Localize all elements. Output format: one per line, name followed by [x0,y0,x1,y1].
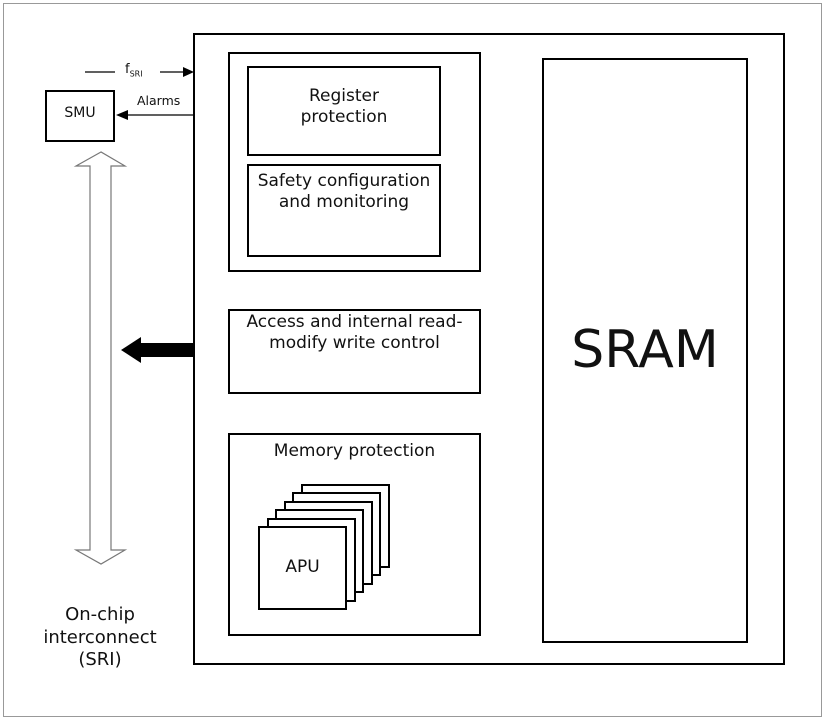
interconnect-line-1: On-chip [65,604,135,625]
alarms-label: Alarms [137,93,181,108]
interconnect-bus-arrow [73,151,128,565]
interconnect-label: On-chip interconnect (SRI) [40,604,160,672]
clock-label: fSRI [125,62,143,80]
interconnect-line-2: interconnect [43,626,157,648]
clock-symbol: f [125,62,130,77]
register-protection-block: Register protection [247,66,441,156]
sram-label: SRAM [571,320,719,380]
safety-config-label: Safety configuration and monitoring [257,171,431,213]
access-control-label: Access and internal read-modify write co… [246,312,463,354]
clock-arrowhead [183,67,194,77]
safety-config-block: Safety configuration and monitoring [247,164,441,257]
interconnect-line-3: (SRI) [78,649,122,670]
memory-protection-label: Memory protection [273,441,436,461]
apu-block: APU [258,526,347,610]
sram-block: SRAM [542,58,748,643]
register-protection-label: Register protection [300,86,388,128]
alarms-arrowhead [116,110,128,120]
diagram-frame [3,3,822,717]
clock-subscript: SRI [129,69,143,79]
smu-block: SMU [45,90,115,142]
access-control-block: Access and internal read-modify write co… [228,309,481,394]
smu-label: SMU [64,105,96,121]
apu-label: APU [285,557,320,577]
